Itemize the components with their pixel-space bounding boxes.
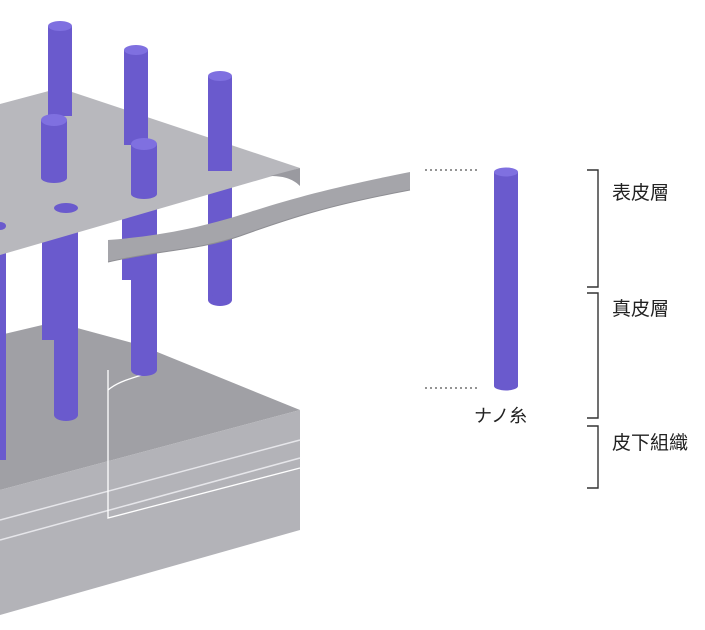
label-subcutaneous: 皮下組織	[612, 432, 689, 454]
thread-lower-2	[42, 230, 56, 340]
label-dermis: 真皮層	[612, 298, 670, 320]
thread-upper-c	[208, 76, 232, 171]
thread-upper-d	[41, 120, 67, 178]
layer-brackets	[587, 169, 599, 489]
thread-upper-e	[131, 144, 157, 194]
thread-lower-3	[131, 200, 157, 370]
layer-line-2	[0, 457, 301, 541]
block-front-face	[0, 410, 300, 615]
layer-line-1	[0, 439, 301, 521]
thread-lower-0	[0, 250, 6, 460]
bracket-epidermis	[587, 169, 599, 288]
legend-nanothread	[425, 167, 518, 391]
threads-upper	[41, 21, 232, 199]
thread-lower-1	[54, 210, 78, 415]
bracket-dermis	[587, 292, 599, 419]
dermis-ribbon	[108, 172, 410, 262]
sheet-outline	[107, 370, 301, 519]
legend-thread	[494, 172, 518, 386]
thread-upper-a	[48, 26, 72, 116]
label-nanothread: ナノ糸	[474, 406, 528, 427]
label-epidermis: 表皮層	[612, 182, 670, 204]
thread-upper-b	[124, 50, 148, 145]
hole-1	[54, 203, 78, 213]
bracket-subcutaneous	[587, 425, 599, 489]
hole-2	[0, 222, 6, 230]
